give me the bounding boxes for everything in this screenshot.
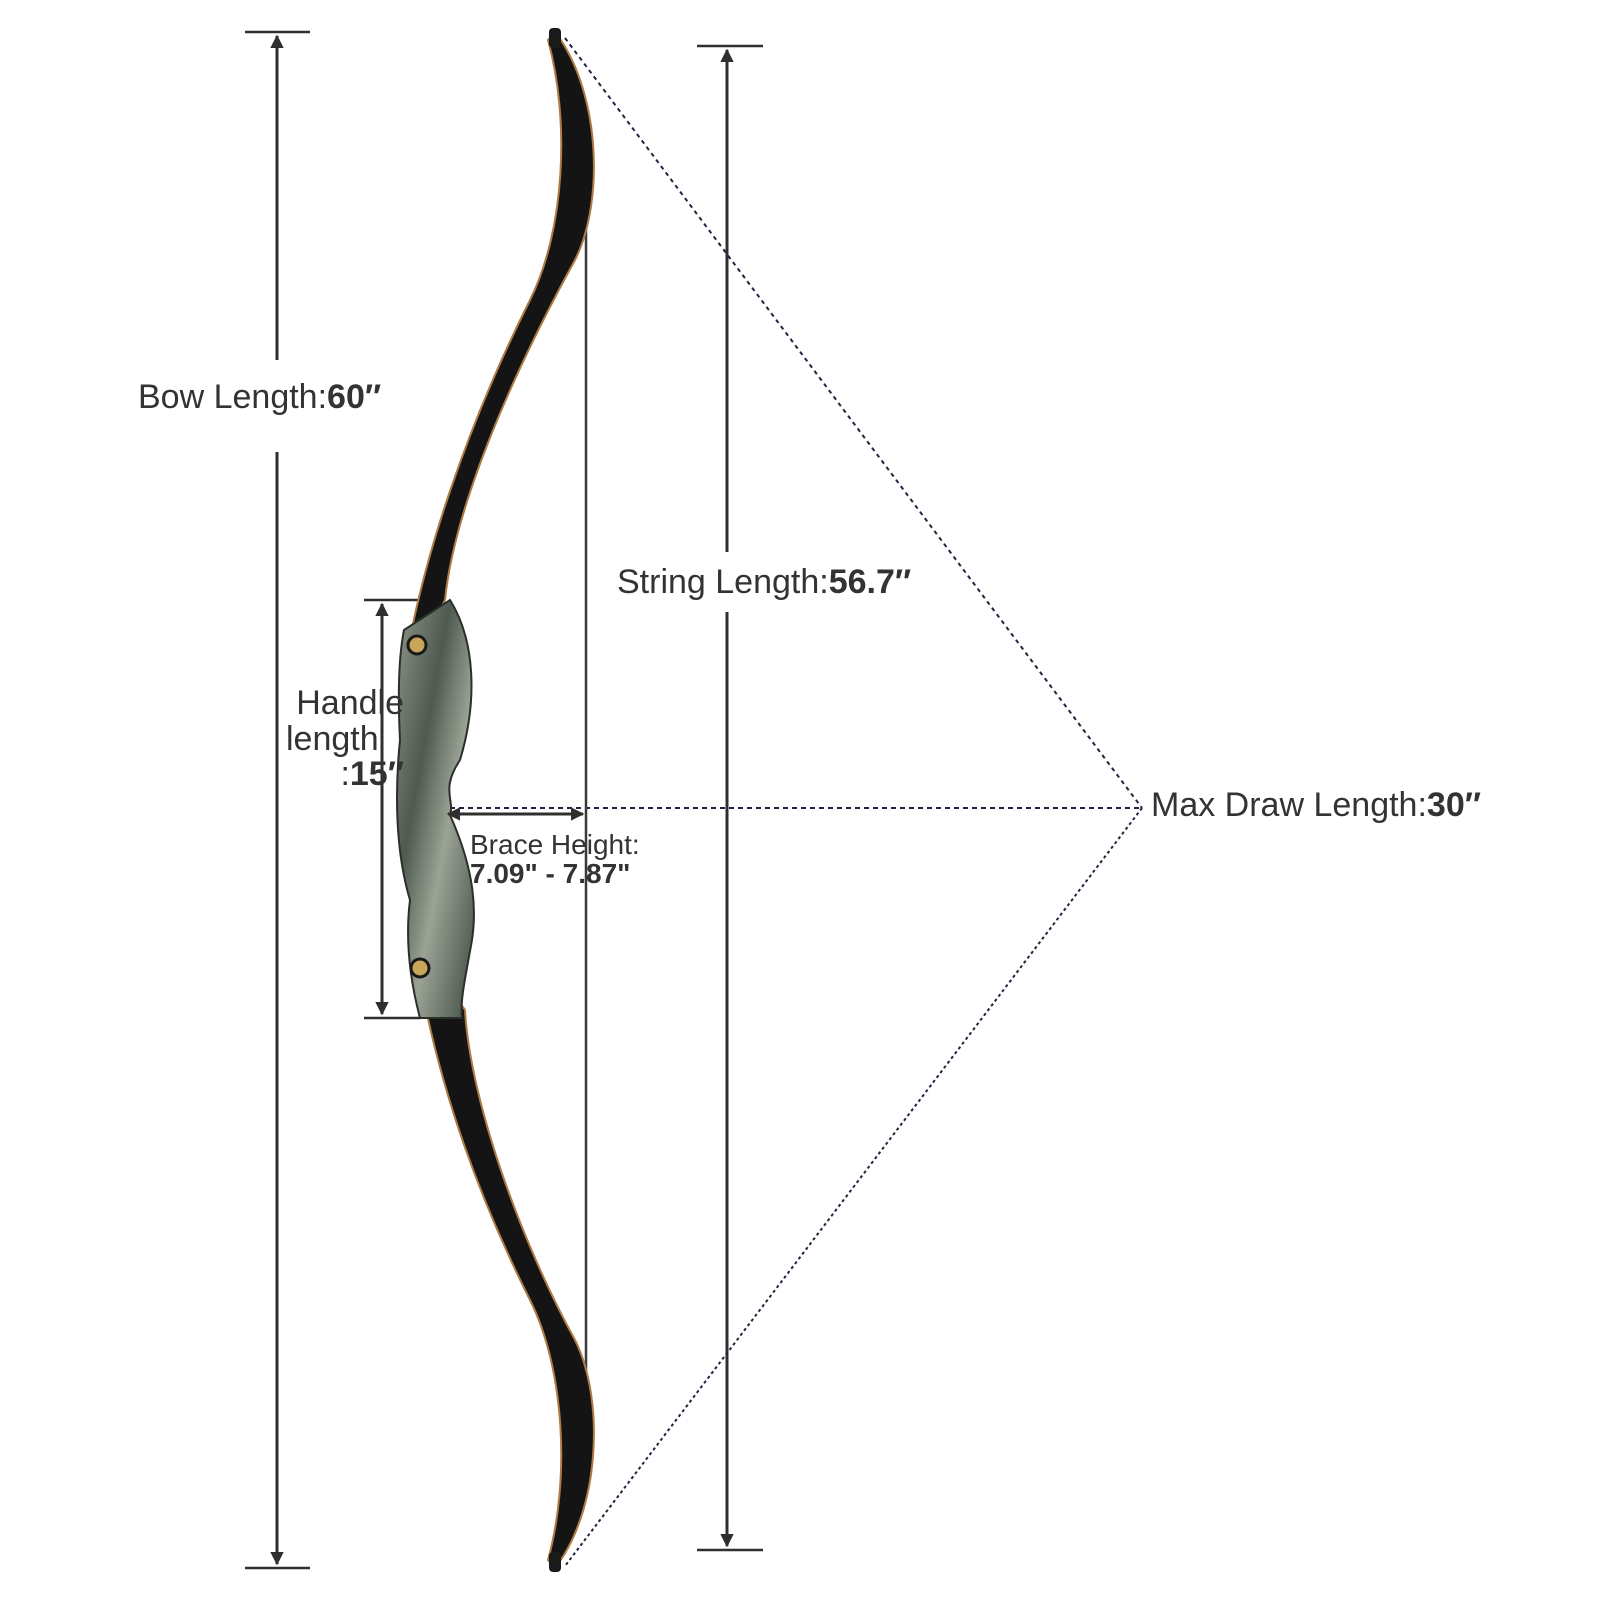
bow-length-value: 60″ <box>327 378 382 416</box>
upper-nock <box>549 28 561 48</box>
brace-height-name: Brace Height: <box>470 829 640 860</box>
handle-length-line1: Handle <box>296 684 404 722</box>
handle-length-value: 15″ <box>349 755 404 794</box>
max-draw-length-name: Max Draw Length: <box>1151 786 1427 824</box>
lower-limb <box>412 934 595 1570</box>
bow-length-name: Bow Length: <box>138 378 328 416</box>
max-draw-length-value: 30″ <box>1426 786 1482 824</box>
string-length-label: String Length:56.7″ <box>613 563 916 601</box>
max-draw-length-lines <box>450 37 1143 1567</box>
upper-limb-bolt <box>406 634 428 656</box>
handle-length-dimension <box>364 598 420 1020</box>
string-length-dimension <box>697 44 763 1552</box>
string-length-value: 56.7″ <box>828 563 912 601</box>
lower-nock <box>549 1552 561 1572</box>
handle-length-line2: length <box>286 719 379 758</box>
handle-length-label: Handle length :15″ <box>286 684 404 794</box>
handle-length-prefix: : <box>340 755 350 794</box>
max-draw-length-label: Max Draw Length:30″ <box>1151 786 1482 824</box>
bow-length-label: Bow Length:60″ <box>134 378 386 416</box>
upper-limb <box>402 30 595 681</box>
brace-height-value: 7.09" - 7.87" <box>470 858 631 890</box>
brace-height-label: Brace Height: 7.09" - 7.87" <box>470 830 640 889</box>
bow-length-dimension <box>245 30 310 1570</box>
string-length-name: String Length: <box>617 563 829 601</box>
lower-limb-bolt <box>409 957 431 979</box>
riser-handle <box>396 598 475 1019</box>
